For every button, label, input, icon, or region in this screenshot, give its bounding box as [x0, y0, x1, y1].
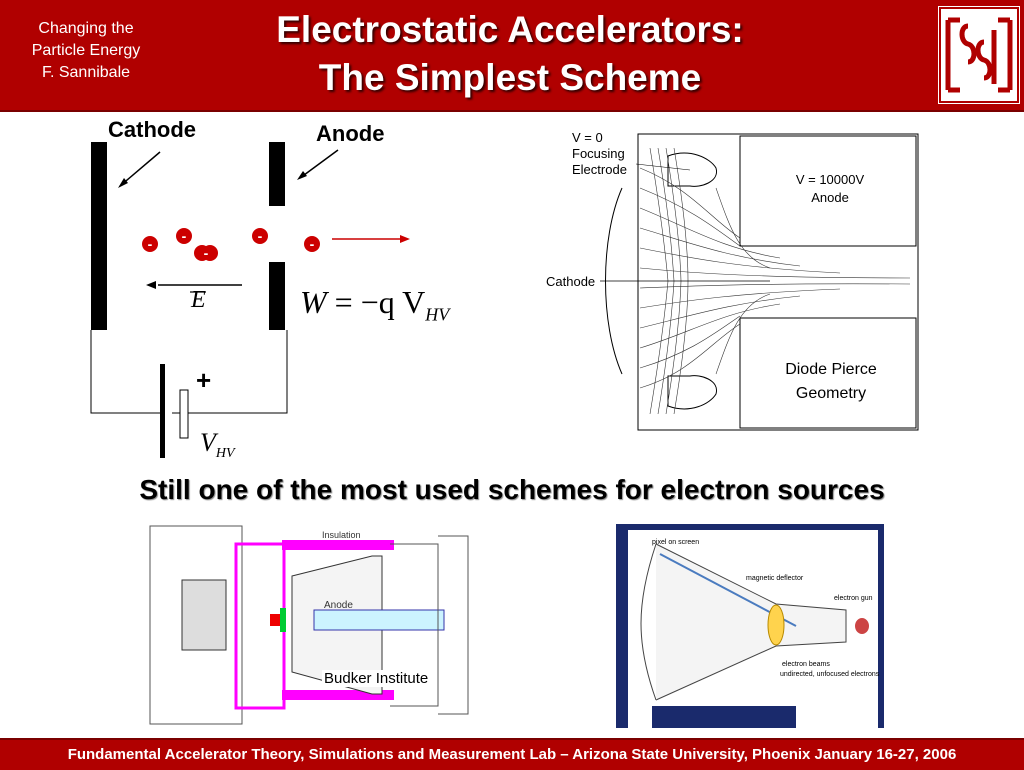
- magnetic-deflector: [767, 604, 785, 646]
- electrons: - - - - -: [142, 228, 320, 261]
- budker-gun-drawing: Insulation Anode: [142, 516, 472, 734]
- circuit-wire: [90, 330, 288, 414]
- header-left-text: Changing the Particle Energy F. Sannibal…: [6, 18, 166, 84]
- voltage-subscript: HV: [215, 446, 235, 462]
- header-left-line: F. Sannibale: [41, 64, 131, 81]
- pierce-caption-line: Geometry: [795, 385, 867, 402]
- cathode-pointer-head: [118, 178, 128, 188]
- battery-long-plate: [160, 364, 165, 458]
- field-symbol: E: [191, 287, 206, 313]
- crt-diagram: pixel on screen magnetic deflector elect…: [616, 524, 884, 728]
- equation-w: W: [300, 284, 327, 320]
- crt-label: magnetic deflector: [746, 575, 804, 582]
- battery-short-plate: [179, 389, 189, 439]
- electron: [252, 228, 268, 244]
- anode-pointer: [299, 149, 339, 179]
- footer-bar: Fundamental Accelerator Theory, Simulati…: [0, 738, 1024, 770]
- pierce-caption-line: Diode Pierce: [785, 361, 877, 378]
- crt-label: electron gun: [834, 595, 873, 602]
- subheading: Still one of the most used schemes for e…: [139, 474, 885, 505]
- equation-subscript: HV: [425, 304, 450, 325]
- anode-voltage-label: Anode: [811, 190, 849, 205]
- voltage-label: VHV: [200, 428, 235, 462]
- control-electrode-green: [280, 608, 286, 632]
- slide-title: Electrostatic Accelerators: The Simplest…: [180, 6, 840, 102]
- electrode-pointer: [635, 163, 691, 171]
- anode-label-budker: Anode: [324, 600, 353, 611]
- crt-label: electron beams: [782, 661, 830, 668]
- slide-title-line: The Simplest Scheme: [318, 57, 702, 98]
- electron-gun: [855, 618, 869, 634]
- electron-sign: -: [258, 228, 263, 244]
- electron-sign: -: [182, 228, 187, 244]
- anode-label: Anode: [316, 121, 385, 146]
- header-left-line: Changing the: [38, 20, 134, 37]
- focusing-electrode-upper: [667, 152, 717, 187]
- crt-tube: [655, 543, 847, 701]
- electron: [202, 245, 218, 261]
- equation-rest: = −q V: [334, 284, 426, 320]
- anode-plate-upper: [269, 142, 285, 206]
- electron-direction-arrowhead: [400, 235, 410, 243]
- positive-terminal-sign: +: [196, 365, 212, 395]
- v0-label: V = 0: [572, 130, 603, 145]
- v0-label: Focusing: [572, 146, 625, 161]
- voltage-symbol: V: [200, 428, 216, 457]
- anode-plate-lower: [269, 262, 285, 330]
- crt-label: undirected, unfocused electrons: [780, 671, 880, 678]
- uspas-logo: [938, 6, 1020, 104]
- crt-label: pixel on screen: [652, 539, 699, 546]
- pierce-caption: Diode Pierce Geometry: [764, 358, 898, 406]
- header-bar: Changing the Particle Energy F. Sannibal…: [0, 0, 1024, 112]
- magenta-insulation-bottom: [282, 690, 394, 700]
- header-left-line: Particle Energy: [31, 42, 141, 59]
- insulation-label: Insulation: [322, 530, 361, 540]
- accelerator-diagram: - - - - -: [90, 142, 410, 458]
- uspas-logo-graphic: [939, 7, 1019, 103]
- v0-label: Electrode: [572, 162, 627, 177]
- crt-base-right: [796, 706, 878, 728]
- anode-pointer-head: [297, 171, 307, 180]
- energy-equation: W = −q VHV: [300, 284, 449, 325]
- field-lines: [639, 147, 911, 415]
- cathode-label: Cathode: [108, 117, 196, 142]
- anode-voltage-label: V = 10000V: [796, 172, 865, 187]
- anode-box: [739, 135, 917, 247]
- slide-title-line: Electrostatic Accelerators:: [276, 9, 744, 50]
- electron: [142, 236, 158, 252]
- field-arrowhead: [146, 281, 156, 289]
- cathode-pointer: [119, 151, 161, 187]
- cathode-plate: [91, 142, 107, 330]
- electron-sign: -: [310, 236, 315, 252]
- electron-sign: -: [148, 236, 153, 252]
- electron: [304, 236, 320, 252]
- budker-caption: Budker Institute: [322, 670, 431, 687]
- focusing-electrode-lower: [667, 375, 717, 410]
- electron-sign: -: [204, 245, 209, 261]
- crt-base-left: [628, 706, 652, 728]
- pierce-cathode-label: Cathode: [546, 274, 595, 289]
- magenta-insulation-top: [282, 540, 394, 550]
- electron: [176, 228, 192, 244]
- footer-text: Fundamental Accelerator Theory, Simulati…: [67, 746, 957, 763]
